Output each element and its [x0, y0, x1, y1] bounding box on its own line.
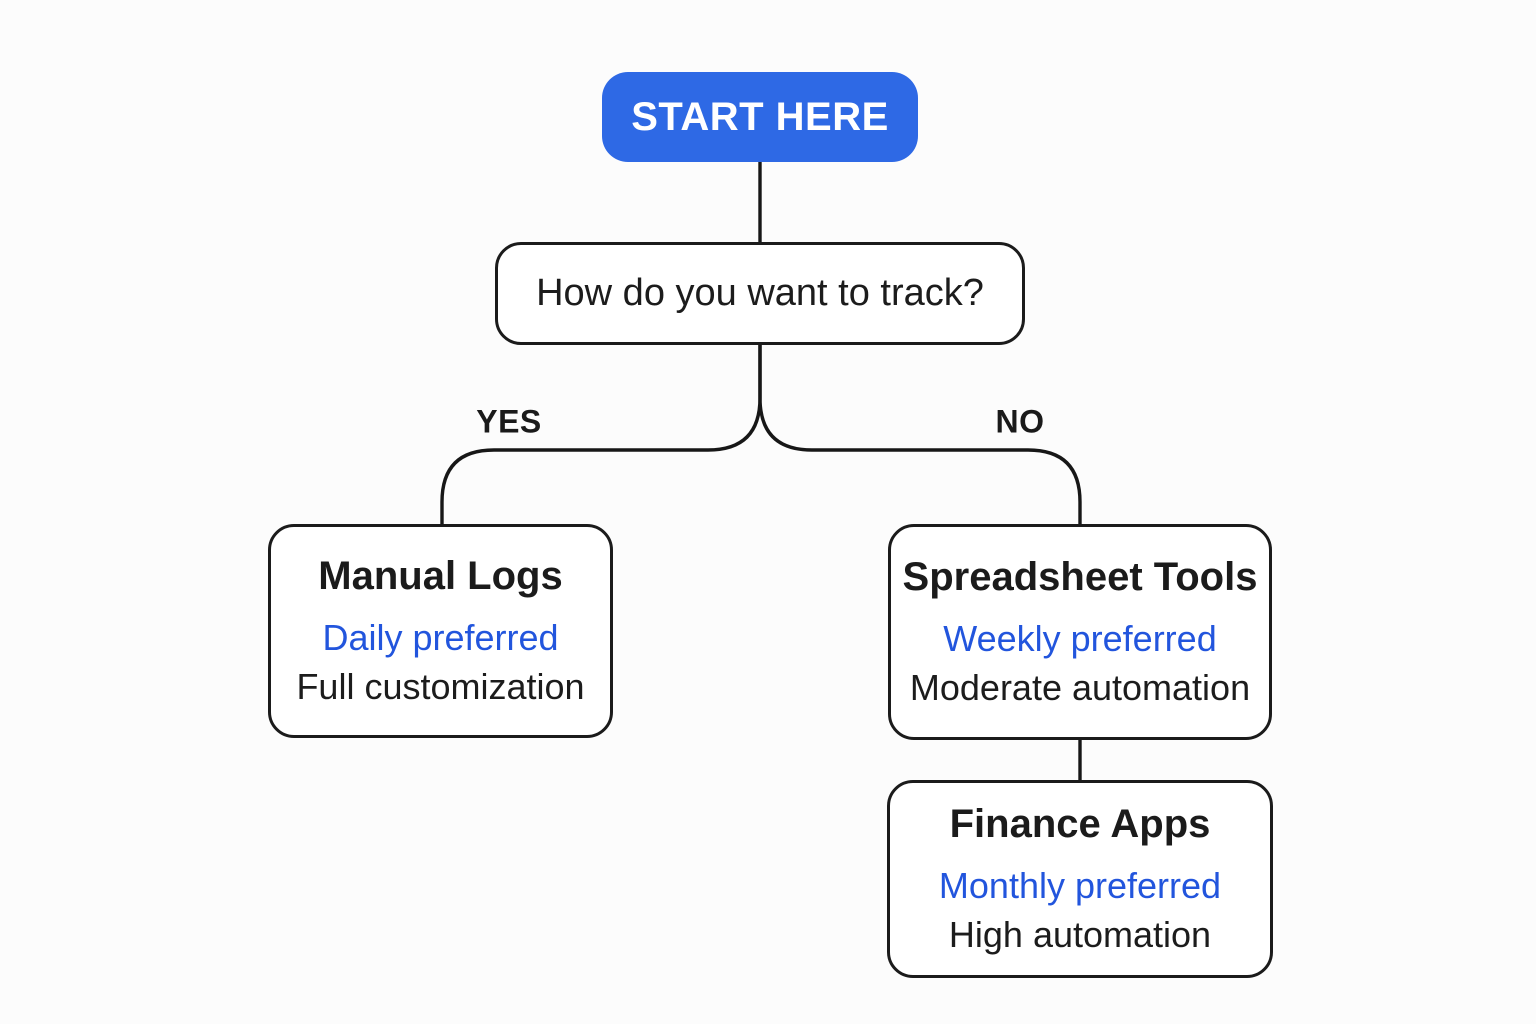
- spreadsheet-tools-detail: Moderate automation: [909, 667, 1251, 708]
- yes-branch-label: YES: [476, 403, 542, 440]
- finance-apps-node: Finance Apps Monthly preferred High auto…: [887, 780, 1273, 978]
- manual-logs-preference: Daily preferred: [322, 617, 559, 658]
- manual-logs-title: Manual Logs: [318, 554, 563, 598]
- finance-apps-title: Finance Apps: [949, 802, 1211, 846]
- question-node-label: How do you want to track?: [536, 272, 984, 314]
- spreadsheet-tools-preference: Weekly preferred: [943, 618, 1217, 659]
- no-branch-label: NO: [995, 403, 1045, 440]
- finance-apps-preference: Monthly preferred: [938, 865, 1222, 906]
- question-node: How do you want to track?: [495, 242, 1025, 345]
- manual-logs-detail: Full customization: [296, 666, 585, 707]
- spreadsheet-tools-title: Spreadsheet Tools: [902, 555, 1258, 599]
- manual-logs-node: Manual Logs Daily preferred Full customi…: [268, 524, 613, 738]
- spreadsheet-tools-node: Spreadsheet Tools Weekly preferred Moder…: [888, 524, 1272, 740]
- start-node-label: START HERE: [631, 94, 889, 139]
- finance-apps-detail: High automation: [948, 914, 1212, 955]
- start-node: START HERE: [602, 72, 918, 162]
